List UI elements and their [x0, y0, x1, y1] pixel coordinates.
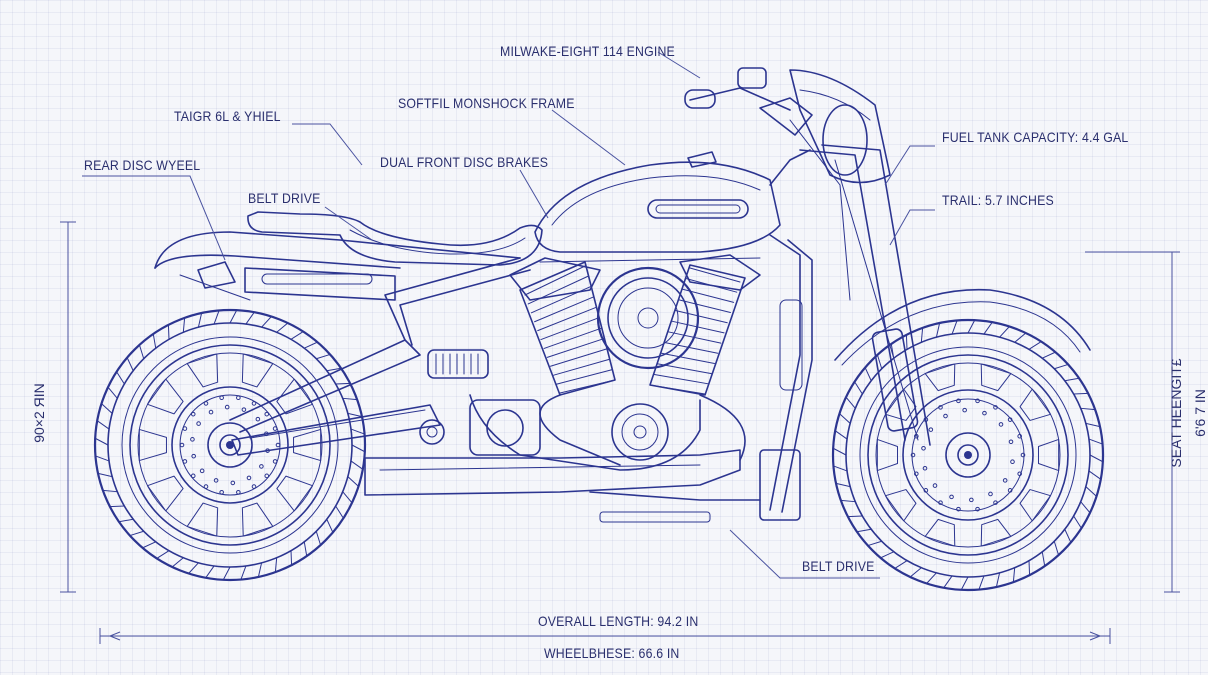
label-wheelbase: WHEELBHESE: 66.6 IN — [544, 645, 680, 661]
label-tire-wheel: TAIGR 6L & YHIEL — [174, 108, 281, 124]
front-wheel — [831, 288, 1105, 592]
swingarm — [229, 339, 445, 456]
rear-wheel — [93, 308, 367, 582]
exhaust — [364, 394, 761, 523]
label-fuel-tank: FUEL TANK CAPACITY: 4.4 GAL — [942, 129, 1129, 145]
frame — [384, 149, 813, 521]
label-seat-height: SEAT HEENGIT£ — [1168, 358, 1184, 468]
dimension-lines — [60, 221, 1180, 644]
label-belt-drive-top: BELT DRIVE — [248, 190, 321, 206]
label-engine: MILWAKE-EIGHT 114 ENGINE — [500, 43, 675, 59]
fuel-tank — [534, 151, 781, 253]
label-frame: SOFTFIL MONSHOCK FRAME — [398, 95, 575, 111]
engine — [427, 254, 761, 471]
label-overall-length: OVERALL LENGTH: 94.2 IN — [538, 613, 699, 629]
label-seat-height-value: 6'6 7 IN — [1192, 389, 1208, 437]
front-fork — [684, 67, 931, 446]
seat — [247, 211, 543, 266]
rear-fender — [154, 231, 521, 301]
label-trail: TRAIL: 5.7 INCHES — [942, 192, 1054, 208]
label-front-brakes: DUAL FRONT DISC BRAKES — [380, 154, 549, 170]
label-rear-disc: REAR DISC WYEEL — [84, 157, 201, 173]
leader-lines — [82, 51, 935, 579]
label-left-height: 90×2 ЯIN — [31, 383, 47, 443]
label-belt-drive-bottom: BELT DRIVE — [802, 558, 875, 574]
